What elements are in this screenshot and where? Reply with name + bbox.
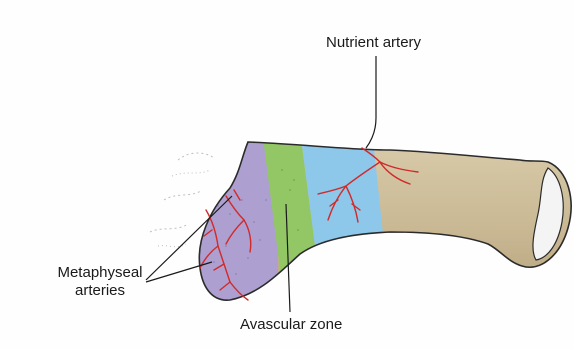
nutrient-artery-leader xyxy=(366,56,376,148)
avascular-zone-label: Avascular zone xyxy=(240,316,342,334)
metaphyseal-label-line2: arteries xyxy=(54,282,146,300)
metaphysis-region xyxy=(180,120,278,320)
metaphyseal-arteries-label: Metaphyseal arteries xyxy=(54,264,146,300)
bone-body xyxy=(180,120,571,320)
metaphyseal-label-line1: Metaphyseal xyxy=(54,264,146,282)
nutrient-artery-label: Nutrient artery xyxy=(326,34,421,52)
